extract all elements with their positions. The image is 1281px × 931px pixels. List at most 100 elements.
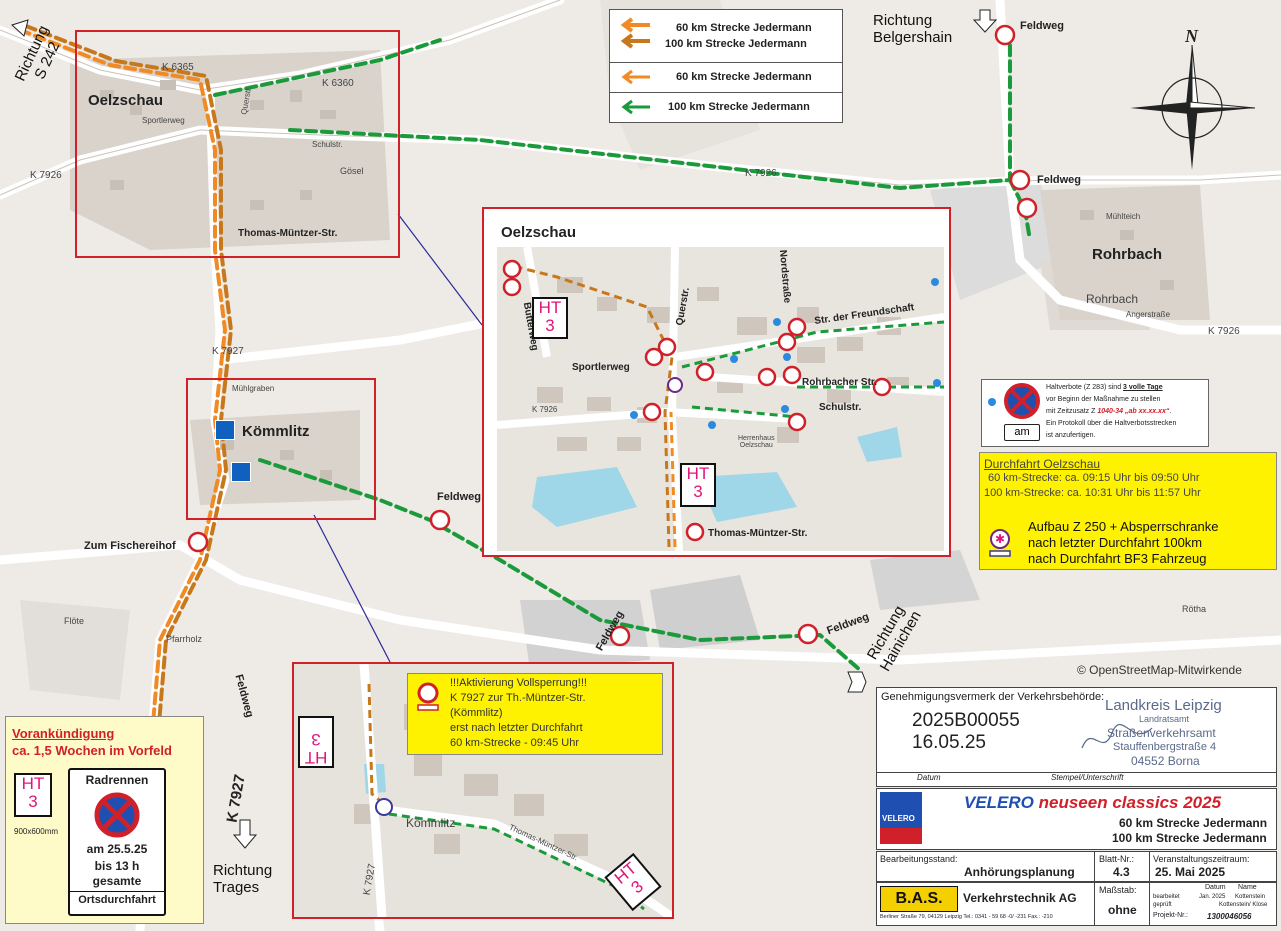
company-address: Berliner Straße 79, 04129 Leipzig Tel.: …: [880, 914, 1053, 920]
inset-street-schulstr: Schulstr.: [819, 402, 862, 413]
legend-label-4: 100 km Strecke Jedermann: [668, 101, 810, 113]
inset-koemmlitz-place: Kömmlitz: [406, 816, 456, 830]
col-datum: Datum: [1205, 884, 1226, 891]
col-name: Name: [1238, 884, 1257, 891]
sign-line-2: bis 13 h: [94, 859, 140, 873]
stamp-line-5: 04552 Borna: [1131, 754, 1200, 768]
durchfahrt-title: Durchfahrt Oelzschau: [984, 457, 1101, 471]
street-sportlerweg: Sportlerweg: [142, 116, 185, 125]
bearbeitet-datum: Jan. 2025: [1199, 894, 1226, 900]
inset-ht-sign-b: HT 3: [680, 463, 716, 507]
street-goesel: Gösel: [340, 166, 364, 176]
legend-label-2: 100 km Strecke Jedermann: [665, 38, 807, 50]
direction-trages: Richtung Trages: [213, 862, 273, 896]
route-legend: 60 km Strecke Jedermann 100 km Strecke J…: [609, 9, 843, 123]
radrennen-sign: Radrennen am 25.5.25 bis 13 h gesamte Or…: [68, 768, 166, 916]
company-block: B.A.S. Verkehrstechnik AG Berliner Straß…: [876, 882, 1277, 926]
haltverbot-line-4: Ein Protokoll über die Haltverbotsstreck…: [1046, 420, 1177, 427]
koemmlitz-frame: [186, 378, 376, 520]
company-name: Verkehrstechnik AG: [963, 891, 1077, 905]
inset-road-k7926: K 7926: [532, 405, 558, 414]
vorank-title: Vorankündigung: [12, 726, 115, 741]
zeitraum-label: Veranstaltungszeitraum:: [1153, 854, 1250, 864]
sign-line-1: am 25.5.25: [86, 842, 148, 856]
velero-logo: VELERO: [880, 792, 922, 844]
no-stopping-sign-icon: [94, 792, 140, 838]
pin-icon: [988, 398, 996, 406]
street-muehlgraben: Mühlgraben: [232, 384, 275, 393]
notice-line-5: 60 km-Strecke - 09:45 Uhr: [450, 737, 579, 749]
street-feldweg-2: Feldweg: [1037, 174, 1082, 186]
inset-title: Oelzschau: [501, 224, 577, 241]
haltverbot-line-1: Haltverbote (Z 283) sind 3 volle Tage: [1046, 384, 1163, 391]
sign-title: Radrennen: [85, 773, 149, 787]
notice-vollsperrung: !!!Aktivierung Vollsperrung!!! K 7927 zu…: [407, 673, 663, 755]
place-rohrbach: Rohrbach: [1092, 246, 1163, 263]
genehmigung-label: Genehmigungsvermerk der Verkehrsbehörde:: [881, 691, 1105, 703]
arrow-green-icon: [621, 99, 650, 115]
vorank-subtitle: ca. 1,5 Wochen im Vorfeld: [12, 743, 172, 758]
massstab-label: Maßstab:: [1099, 885, 1137, 895]
osm-credit: © OpenStreetMap-Mitwirkende: [1077, 663, 1242, 677]
oelzschau-frame: [75, 30, 400, 258]
road-k6365: K 6365: [162, 62, 194, 73]
arrow-orange-icon: [621, 69, 650, 85]
inset-koemmlitz[interactable]: HT 3 HT 3 K 7927 Kömmlitz Thomas-Müntzer…: [292, 662, 674, 919]
street-schulstr: Schulstr.: [312, 140, 343, 149]
street-feldweg-3: Feldweg: [437, 491, 482, 503]
am-plate: am: [1004, 424, 1040, 441]
place-koemmlitz: Kömmlitz: [242, 423, 310, 440]
massstab-value: ohne: [1108, 903, 1137, 917]
vorank-ht-sign: HT 3: [14, 773, 52, 817]
haltverbot-line-5: ist anzufertigen.: [1046, 432, 1096, 439]
projekt-value: 1300046056: [1207, 912, 1252, 921]
vorankuendigung: Vorankündigung ca. 1,5 Wochen im Vorfeld…: [5, 716, 204, 924]
legend-label-1: 60 km Strecke Jedermann: [676, 22, 812, 34]
dead-end-sign-icon: [231, 462, 251, 482]
inset-oelzschau-map: [497, 247, 944, 551]
bearbeitungsstand-label: Bearbeitungsstand:: [880, 854, 958, 864]
signature-icon: [1081, 724, 1153, 749]
bearbeitet-name: Kottenstein: [1235, 894, 1266, 900]
datum-label: Datum: [917, 773, 941, 782]
stamp-line-2: Landratsamt: [1139, 714, 1190, 724]
direction-belgershain: Richtung Belgershain: [873, 12, 953, 46]
barrier-symbol-icon: ✱: [989, 529, 1011, 557]
stamp-line-4: Stauffenbergstraße 4: [1113, 741, 1217, 753]
inset-oelzschau[interactable]: Oelzschau: [482, 207, 951, 557]
dead-end-sign-icon: [215, 420, 235, 440]
road-k7927-a: K 7927: [212, 346, 244, 357]
no-stopping-sign-icon: [1004, 383, 1040, 419]
geprueft-name: Kottenstein/ Klose: [1219, 902, 1268, 908]
street-feldweg-1: Feldweg: [1020, 20, 1065, 32]
haltverbot-line-2: vor Beginn der Maßnahme zu stellen: [1046, 396, 1161, 403]
approval-block: Genehmigungsvermerk der Verkehrsbehörde:…: [876, 687, 1277, 787]
compass-rose: [1130, 44, 1256, 170]
projekt-label: Projekt-Nr.:: [1153, 912, 1189, 919]
street-zum-fischereihof: Zum Fischereihof: [84, 540, 176, 552]
inset-street-sportlerweg: Sportlerweg: [572, 362, 630, 373]
bearbeitungsstand-value: Anhörungsplanung: [964, 865, 1075, 879]
zeitraum-value: 25. Mai 2025: [1155, 865, 1226, 879]
place-rohrbach-small: Rohrbach: [1086, 292, 1139, 306]
stamp-line-1: Landkreis Leipzig: [1105, 697, 1222, 714]
road-k7926-b: K 7926: [745, 168, 777, 179]
sign-line-4: Ortsdurchfahrt: [70, 891, 164, 906]
stamp-line-3: Straßenverkehrsamt: [1107, 726, 1216, 740]
arrow-double-icon: [620, 17, 650, 49]
aufbau-line-1: Aufbau Z 250 + Absperrschranke: [1028, 519, 1219, 534]
road-k7926-c: K 7926: [1208, 326, 1240, 337]
event-strecke-1: 60 km Strecke Jedermann: [1119, 816, 1268, 830]
approval-number: 2025B00055: [912, 710, 1020, 731]
event-strecke-2: 100 km Strecke Jedermann: [1112, 831, 1267, 845]
inset-ht-sign-a: HT 3: [532, 297, 568, 339]
notice-line-1: !!!Aktivierung Vollsperrung!!!: [450, 677, 587, 689]
aufbau-line-2: nach letzter Durchfahrt 100km: [1028, 535, 1203, 550]
place-oelzschau: Oelzschau: [88, 92, 164, 109]
bearbeitet-label: bearbeitet: [1153, 894, 1180, 900]
durchfahrt-oelzschau: Durchfahrt Oelzschau 60 km-Strecke: ca. …: [979, 452, 1277, 570]
durchfahrt-line-2: 100 km-Strecke: ca. 10:31 Uhr bis 11:57 …: [984, 487, 1201, 499]
road-k6360: K 6360: [322, 78, 354, 89]
event-block: VELERO VELERO neuseen classics 2025 60 k…: [876, 788, 1277, 850]
approval-date: 16.05.25: [912, 732, 986, 753]
